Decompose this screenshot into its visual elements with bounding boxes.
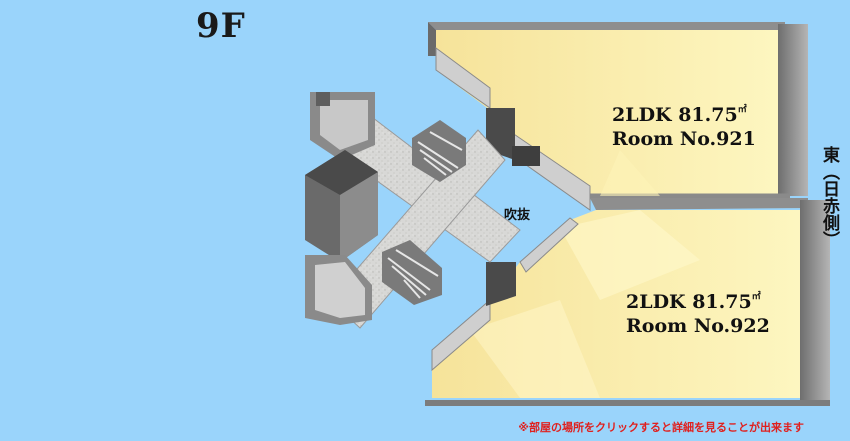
room-921-layout: 2LDK bbox=[612, 104, 672, 126]
room-922-area-unit: ㎡ bbox=[751, 292, 761, 302]
central-core bbox=[305, 92, 521, 329]
room-922-bottom-wall bbox=[425, 400, 830, 406]
room-921-light-shade bbox=[600, 150, 660, 196]
floor-number: 9F bbox=[196, 6, 246, 46]
room-922-area[interactable] bbox=[425, 198, 830, 406]
tower-block-side bbox=[340, 172, 378, 262]
room-922-spec: 2LDK 81.75㎡ bbox=[626, 285, 770, 314]
room-921-area[interactable] bbox=[428, 22, 808, 211]
upper-stair bbox=[412, 120, 466, 182]
room-922-light-shade-2 bbox=[470, 300, 600, 398]
room-922-layout: 2LDK bbox=[626, 291, 686, 313]
room-921-west-wall bbox=[428, 22, 436, 56]
direction-label: 東（日赤側） bbox=[819, 146, 839, 248]
room-922-east-wall bbox=[800, 200, 830, 400]
shaft-bottom-left-floor bbox=[315, 262, 365, 318]
room-921-area-value: 81.75 bbox=[678, 104, 738, 126]
room-921-east-wall bbox=[778, 24, 808, 196]
shaft-top-left-pillar bbox=[316, 92, 330, 106]
room-922-label[interactable]: 2LDK 81.75㎡ Room No.922 bbox=[626, 285, 770, 338]
shaft-top-left-floor bbox=[320, 100, 368, 150]
void-label: 吹抜 bbox=[504, 208, 531, 223]
tower-block-top bbox=[305, 150, 378, 195]
room-922-light-shade-1 bbox=[560, 210, 700, 300]
room-922-number: Room No.922 bbox=[626, 315, 770, 337]
room-922-area-value: 81.75 bbox=[692, 291, 752, 313]
room-922-entrance-block bbox=[486, 262, 516, 306]
room-922-balcony-glass-1 bbox=[519, 217, 579, 273]
room-921-top-wall bbox=[428, 22, 785, 30]
room-922-balcony-glass-2 bbox=[431, 298, 491, 372]
room-921-spec: 2LDK 81.75㎡ bbox=[612, 98, 756, 127]
room-921-area-unit: ㎡ bbox=[737, 105, 747, 115]
room-921-number: Room No.921 bbox=[612, 128, 756, 150]
room-922-top-wall bbox=[590, 198, 808, 210]
room-921-label[interactable]: 2LDK 81.75㎡ Room No.921 bbox=[612, 98, 756, 151]
click-notice: ※部屋の場所をクリックすると詳細を見ることが出来ます bbox=[518, 421, 804, 434]
room-921-entrance-door bbox=[512, 146, 540, 166]
lower-stair bbox=[382, 240, 442, 305]
